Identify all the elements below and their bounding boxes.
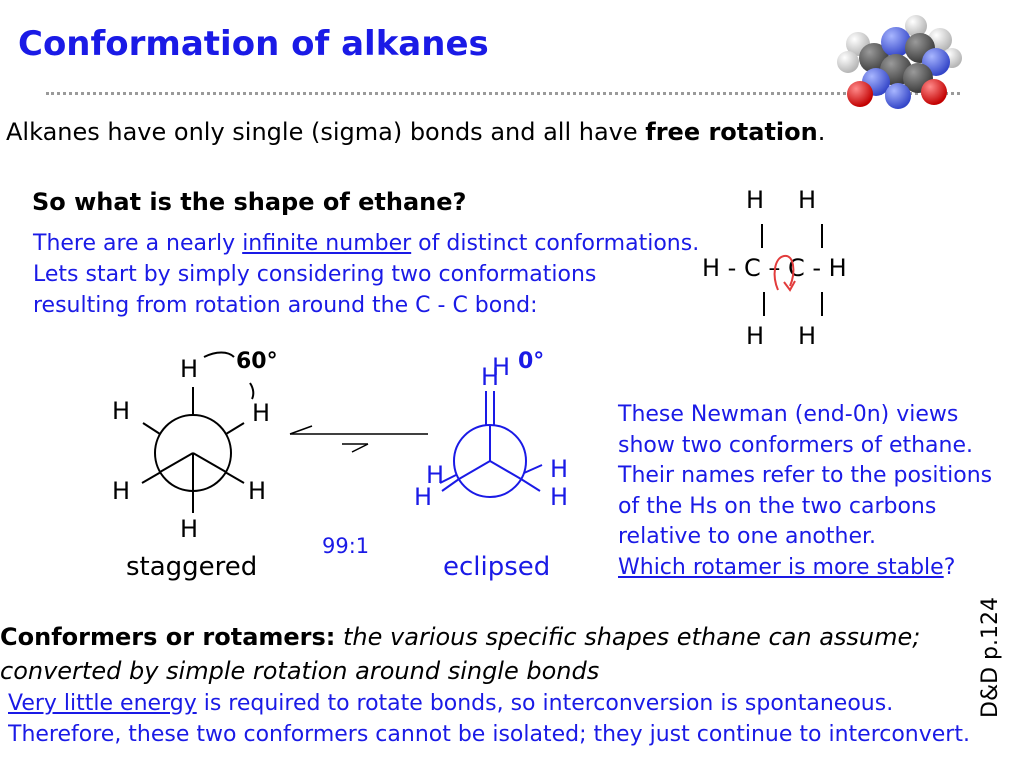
struct-bottom-h2: H — [798, 322, 817, 350]
para1-line3: resulting from rotation around the C - C… — [33, 293, 538, 318]
definition-term: Conformers or rotamers: — [0, 623, 336, 651]
conformations-paragraph: There are a nearly infinite number of di… — [33, 228, 793, 321]
staggered-h-upper-left: H — [112, 397, 131, 425]
equilibrium-ratio: 99:1 — [322, 534, 370, 558]
para2-line6-suffix: ? — [943, 554, 956, 580]
eclipsed-drawing — [439, 391, 543, 498]
para2-line3: Their names refer to the positions — [618, 463, 993, 489]
para1-line2: Lets start by simply considering two con… — [33, 262, 597, 287]
eclipsed-h-right-back: H — [550, 455, 569, 483]
eclipsed-h-right-front: H — [550, 483, 569, 511]
para2-line4: of the Hs on the two carbons — [618, 493, 937, 519]
intro-prefix: Alkanes have only single (sigma) bonds a… — [6, 118, 646, 146]
intro-bold: free rotation — [645, 118, 818, 146]
struct-top-h2: H — [798, 186, 817, 214]
staggered-drawing — [141, 351, 255, 513]
ethane-structure: H H H - C – C - H H H — [700, 186, 870, 356]
staggered-angle: 60° — [236, 349, 278, 374]
eclipsed-newman-projection: H H H H H H 0° — [410, 345, 580, 520]
staggered-newman-projection: H H H H H H 60° — [108, 345, 298, 545]
staggered-h-lower-right: H — [248, 477, 267, 505]
struct-bonds — [761, 224, 823, 316]
eclipsed-angle: 0° — [518, 349, 545, 374]
more-stable-link[interactable]: Which rotamer is more stable — [618, 554, 944, 580]
struct-top-h1: H — [746, 186, 765, 214]
eclipsed-h-top-front: H — [492, 353, 511, 381]
para1-suffix: of distinct conformations. — [411, 231, 700, 256]
conformer-definition: Conformers or rotamers: the various spec… — [0, 620, 980, 688]
title-divider — [46, 92, 960, 95]
newman-explanation-paragraph: These Newman (end-0n) views show two con… — [618, 400, 1024, 584]
para2-line1: These Newman (end-0n) views — [618, 402, 959, 427]
struct-bottom-h1: H — [746, 322, 765, 350]
para2-line2: show two conformers of ethane. — [618, 432, 974, 458]
staggered-label: staggered — [126, 552, 258, 582]
intro-suffix: . — [817, 118, 826, 146]
equilibrium-arrows-icon — [289, 425, 428, 453]
intro-text: Alkanes have only single (sigma) bonds a… — [6, 118, 825, 146]
para3-line2: Therefore, these two conformers cannot b… — [8, 722, 970, 747]
eclipsed-h-left-front: H — [414, 483, 433, 511]
slide-title: Conformation of alkanes — [18, 24, 489, 64]
eclipsed-h-left-back: H — [426, 461, 445, 489]
staggered-h-top: H — [180, 355, 199, 383]
little-energy-link[interactable]: Very little energy — [8, 691, 197, 716]
molecule-model-image — [837, 15, 962, 109]
definition-text: the various specific shapes ethane can a… — [0, 623, 921, 685]
staggered-h-bottom: H — [180, 515, 199, 543]
rotation-arrow-icon — [773, 254, 796, 292]
eclipsed-h-top-back: H — [481, 363, 500, 391]
para1-prefix: There are a nearly — [33, 231, 243, 256]
staggered-h-lower-left: H — [112, 477, 131, 505]
para3-line1-suffix: is required to rotate bonds, so intercon… — [196, 691, 894, 716]
energy-paragraph: Very little energy is required to rotate… — [8, 688, 1024, 750]
para2-line5: relative to one another. — [618, 524, 876, 550]
infinite-number-link[interactable]: infinite number — [242, 231, 412, 256]
staggered-h-upper-right: H — [252, 399, 271, 427]
question-heading: So what is the shape of ethane? — [32, 188, 467, 216]
eclipsed-label: eclipsed — [443, 552, 551, 582]
